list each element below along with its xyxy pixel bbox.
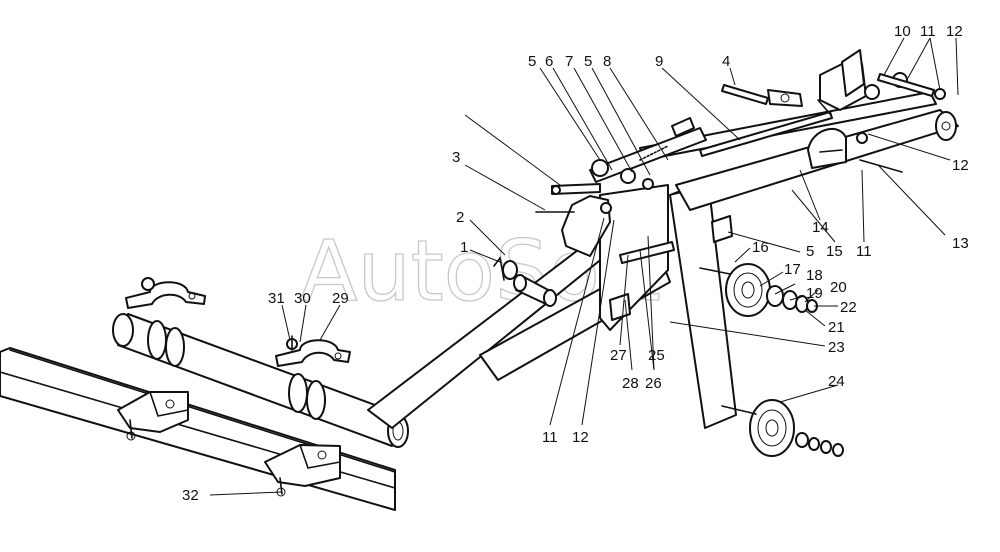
upright-plates bbox=[609, 215, 733, 321]
callout-2: 2 bbox=[456, 209, 464, 226]
callout-5b: 5 bbox=[584, 53, 592, 70]
callout-4: 4 bbox=[722, 53, 730, 70]
callout-13: 13 bbox=[952, 235, 969, 252]
bolt-4 bbox=[721, 84, 803, 107]
callout-15: 15 bbox=[826, 243, 843, 260]
leader-lines bbox=[209, 37, 959, 496]
callout-1: 1 bbox=[460, 239, 468, 256]
callout-32: 32 bbox=[182, 487, 199, 504]
callout-6: 6 bbox=[545, 53, 553, 70]
callout-21: 21 bbox=[828, 319, 845, 336]
callout-20: 20 bbox=[830, 279, 847, 296]
callout-12a: 12 bbox=[946, 23, 963, 40]
callout-12b: 12 bbox=[952, 157, 969, 174]
callout-5a: 5 bbox=[528, 53, 536, 70]
callout-17: 17 bbox=[784, 261, 801, 278]
callout-28: 28 bbox=[622, 375, 639, 392]
callout-11c: 11 bbox=[542, 429, 558, 446]
callout-16: 16 bbox=[752, 239, 769, 256]
lower-bracket-left bbox=[117, 391, 189, 441]
top-bracket bbox=[819, 49, 946, 111]
mid-bracket bbox=[807, 128, 903, 173]
callout-7: 7 bbox=[565, 53, 573, 70]
callout-23: 23 bbox=[828, 339, 845, 356]
stabilizer-tube bbox=[112, 313, 409, 448]
pulley-lower bbox=[721, 399, 844, 457]
callout-12c: 12 bbox=[572, 429, 589, 446]
callouts: 1 2 3 4 5 6 7 5 8 9 10 11 12 12 13 14 15… bbox=[182, 23, 969, 504]
callout-29: 29 bbox=[332, 290, 349, 307]
callout-5c: 5 bbox=[806, 243, 814, 260]
callout-11a: 11 bbox=[920, 23, 936, 40]
lower-bracket-right bbox=[264, 444, 341, 497]
callout-22: 22 bbox=[840, 299, 857, 316]
upper-rail bbox=[639, 91, 959, 211]
callout-10: 10 bbox=[894, 23, 911, 40]
spacer-sleeve bbox=[513, 274, 557, 307]
callout-30: 30 bbox=[294, 290, 311, 307]
callout-18: 18 bbox=[806, 267, 823, 284]
rod-end bbox=[535, 159, 654, 213]
callout-24: 24 bbox=[828, 373, 845, 390]
callout-31: 31 bbox=[268, 290, 285, 307]
tension-rod bbox=[589, 99, 833, 183]
callout-8: 8 bbox=[603, 53, 611, 70]
upper-clamp-left bbox=[125, 277, 206, 309]
callout-25: 25 bbox=[648, 347, 665, 364]
washer-1-2 bbox=[493, 256, 518, 281]
callout-14: 14 bbox=[812, 219, 829, 236]
callout-9: 9 bbox=[655, 53, 663, 70]
callout-11b: 11 bbox=[856, 243, 872, 260]
callout-26: 26 bbox=[645, 375, 662, 392]
callout-19: 19 bbox=[806, 285, 823, 302]
callout-3: 3 bbox=[452, 149, 460, 166]
pulley-upper bbox=[699, 263, 818, 317]
callout-27: 27 bbox=[610, 347, 627, 364]
upper-clamp-right bbox=[275, 335, 351, 367]
